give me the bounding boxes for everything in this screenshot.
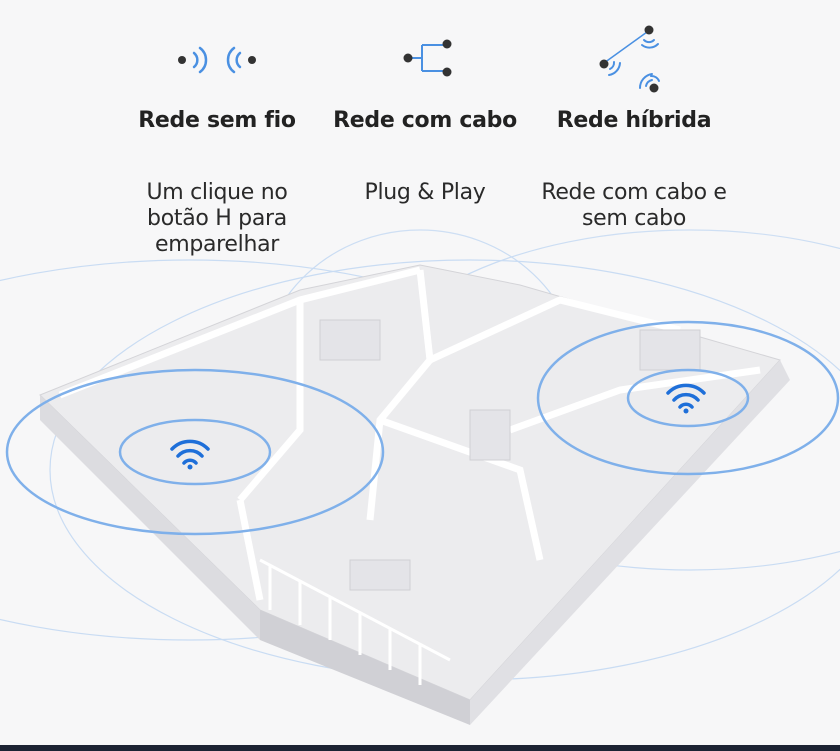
wifi-icon [170, 439, 210, 470]
feature-title: Rede sem fio [138, 108, 296, 133]
wireless-network-icon [178, 46, 256, 74]
feature-description: Rede com cabo e sem cabo [504, 180, 764, 232]
feature-description: Um clique no botão H para emparelhar [87, 180, 347, 258]
description-line: Plug & Play [364, 180, 486, 205]
coverage-rings [5, 320, 840, 536]
feature-title: Rede híbrida [556, 108, 712, 133]
description-line: emparelhar [154, 232, 280, 257]
feature-title: Rede com cabo [333, 108, 517, 133]
wifi-icon [666, 383, 706, 414]
description-line: sem cabo [581, 206, 687, 231]
feature-description: Plug & Play [295, 180, 555, 206]
wired-network-icon [403, 39, 452, 77]
description-line: Um clique no [146, 180, 288, 205]
hybrid-network-icon [599, 25, 660, 93]
description-line: botão H para [147, 206, 287, 231]
description-line: Rede com cabo e [541, 180, 727, 205]
bottom-bar [0, 745, 840, 751]
house-model [39, 264, 790, 725]
